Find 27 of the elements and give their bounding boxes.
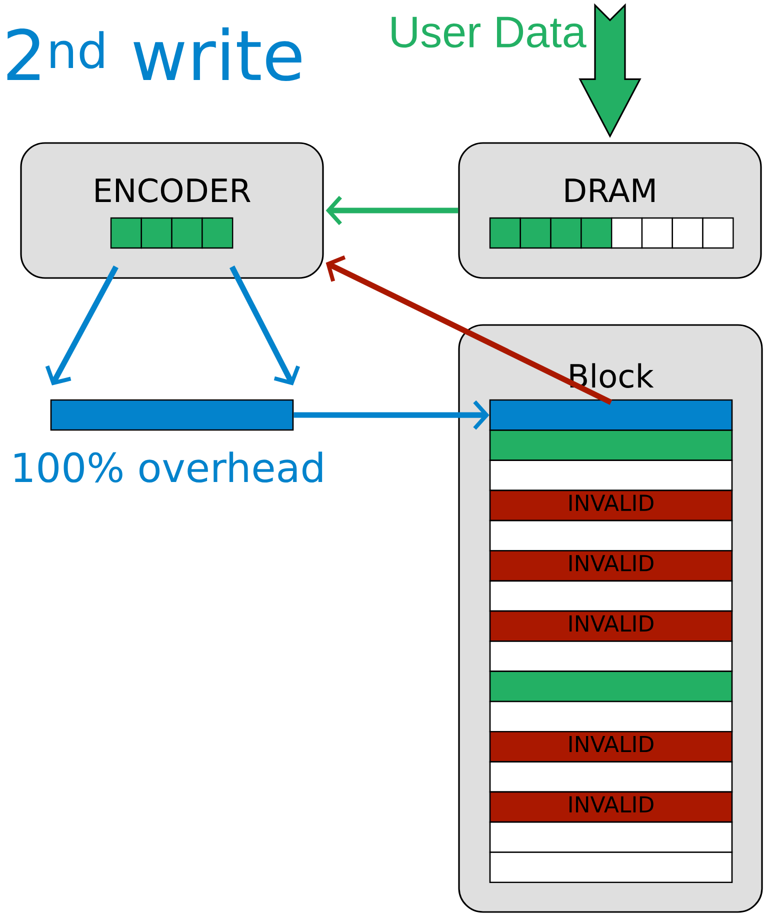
invalid-row: INVALID — [489, 791, 733, 823]
page-row — [489, 580, 733, 612]
invalid-row: INVALID — [489, 550, 733, 582]
arrow — [326, 255, 612, 405]
page-row — [489, 460, 733, 492]
page-row — [489, 670, 733, 702]
encoder-box: ENCODER — [20, 142, 324, 279]
arrow — [326, 196, 458, 226]
page-row — [489, 399, 733, 431]
arrow — [294, 400, 490, 430]
arrow — [45, 265, 118, 386]
bar-label: 100% overhead — [14, 452, 322, 483]
arrow — [230, 266, 300, 386]
page-row — [489, 852, 733, 884]
block-arrow — [578, 3, 642, 138]
title: 2$^{nd}$ write — [7, 27, 302, 81]
page-row — [489, 821, 733, 853]
page-row — [489, 761, 733, 793]
invalid-row: INVALID — [489, 610, 733, 642]
page-row — [489, 520, 733, 552]
page-row — [489, 640, 733, 672]
invalid-row: INVALID — [489, 730, 733, 762]
edge-label: User Data — [392, 16, 586, 48]
invalid-row: INVALID — [489, 490, 733, 522]
page-row — [489, 700, 733, 732]
page-row — [489, 429, 733, 461]
overhead-bar — [50, 399, 294, 431]
